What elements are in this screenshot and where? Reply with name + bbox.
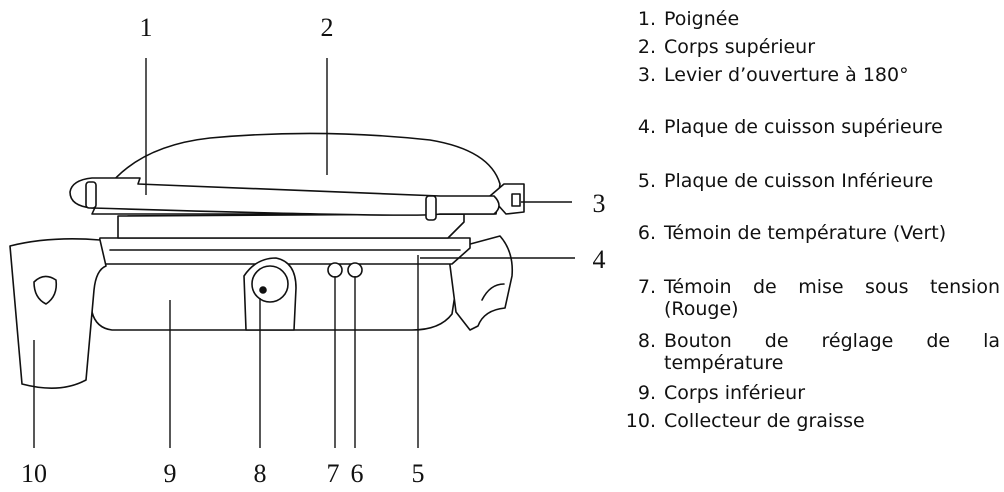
callout-10: 10	[21, 459, 47, 488]
legend-item-7: 7. Témoin de mise sous tension (Rouge)	[628, 276, 1000, 320]
legend-text: Levier d’ouverture à 180°	[664, 64, 909, 86]
callout-4: 4	[593, 245, 606, 274]
legend-text: Témoin de mise sous tension (Rouge)	[664, 276, 1000, 320]
legend-text: Corps inférieur	[664, 382, 806, 404]
legend-number: 2.	[637, 36, 656, 58]
legend-text: Corps supérieur	[664, 36, 816, 58]
rear-foot-cutout	[481, 283, 505, 301]
rear-foot	[447, 235, 514, 331]
legend-item-6: 6. Témoin de température (Vert)	[628, 222, 1000, 244]
legend-text: Bouton de réglage de la température	[664, 330, 1000, 374]
power-indicator-light	[327, 262, 343, 278]
legend-number: 5.	[637, 170, 656, 192]
callout-1: 1	[140, 13, 153, 42]
legend-item-10: 10. Collecteur de graisse	[626, 410, 1000, 432]
callout-8: 8	[254, 459, 267, 488]
legend-text: Collecteur de graisse	[664, 410, 865, 432]
legend-text: Témoin de température (Vert)	[664, 222, 947, 244]
legend-number: 3.	[637, 64, 656, 86]
callout-7: 7	[327, 459, 340, 488]
legend-number: 4.	[637, 116, 656, 138]
callout-9: 9	[164, 459, 177, 488]
legend-item-8: 8. Bouton de réglage de la température	[628, 330, 1000, 374]
callout-2: 2	[321, 13, 334, 42]
callout-3: 3	[593, 189, 606, 218]
callout-5: 5	[412, 459, 425, 488]
legend-number: 8.	[637, 330, 656, 352]
legend-item-3: 3. Levier d’ouverture à 180°	[628, 64, 1000, 86]
legend-item-2: 2. Corps supérieur	[628, 36, 1000, 58]
legend-text: Plaque de cuisson supérieure	[664, 116, 943, 138]
handle-end-left	[85, 181, 97, 209]
legend-number: 6.	[637, 222, 656, 244]
legend-item-5: 5. Plaque de cuisson Inférieure	[628, 170, 1000, 192]
temperature-indicator-light	[347, 262, 363, 278]
legend-text: Plaque de cuisson Inférieure	[664, 170, 934, 192]
legend-number: 1.	[637, 8, 656, 30]
legend-text: Poignée	[664, 8, 740, 30]
lever-tab	[511, 193, 521, 207]
parts-legend: 1. Poignée 2. Corps supérieur 3. Levier …	[626, 0, 1000, 492]
legend-item-1: 1. Poignée	[628, 8, 1000, 30]
drip-tray-emblem	[33, 275, 58, 305]
drip-tray	[9, 238, 107, 389]
knob-marker	[259, 286, 267, 294]
handle-end-right	[425, 195, 437, 221]
legend-number: 9.	[637, 382, 656, 404]
grill-diagram: 1 2 3 4 5 6 7 8 9 10	[9, 13, 606, 488]
legend-number: 10.	[625, 410, 656, 432]
legend-number: 7.	[637, 276, 656, 298]
upper-cooking-plate	[117, 213, 465, 239]
legend-item-9: 9. Corps inférieur	[628, 382, 1000, 404]
callout-6: 6	[351, 459, 364, 488]
legend-item-4: 4. Plaque de cuisson supérieure	[628, 116, 1000, 138]
temperature-knob	[251, 265, 289, 303]
